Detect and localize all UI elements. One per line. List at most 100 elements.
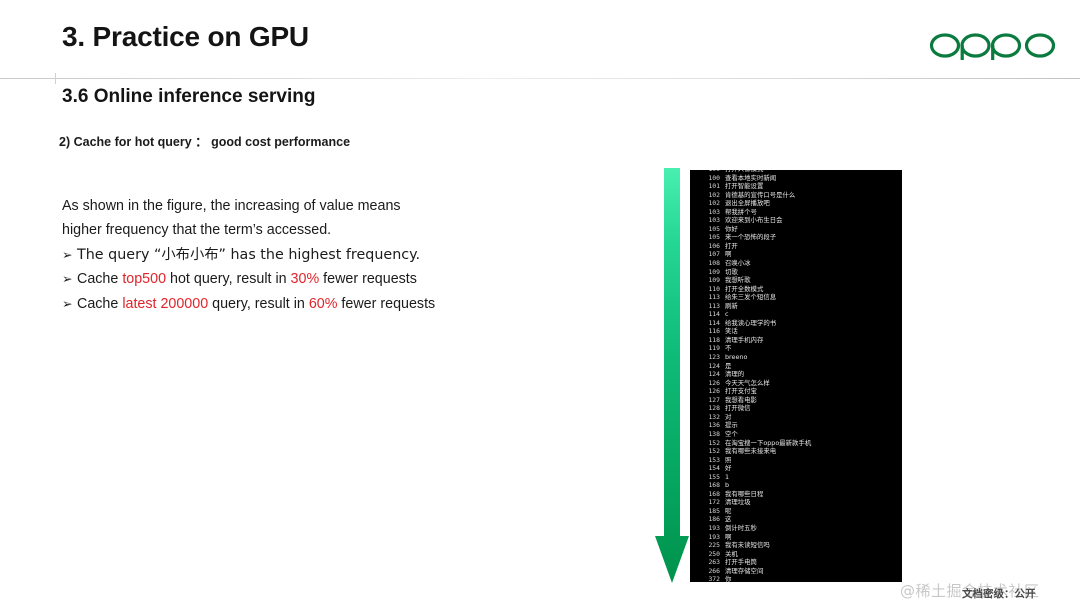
page-title: 3. Practice on GPU: [62, 21, 309, 52]
watermark-classification: 文档密级：公开: [962, 588, 1036, 600]
terminal-count: 126: [708, 378, 720, 387]
bullet-item: ➢The query “小布小布” has the highest freque…: [62, 243, 622, 267]
terminal-count: 193: [708, 523, 720, 532]
terminal-query: 你: [725, 575, 732, 582]
terminal-count: 105: [708, 224, 720, 233]
terminal-query: 啊: [725, 250, 732, 259]
terminal-count: 113: [708, 293, 720, 302]
terminal-output-list: 100打开人像模式100查看本地实时新闻101打开智能设置 102 肯德基的宣传口号…: [690, 170, 902, 582]
terminal-count: 126: [708, 387, 720, 396]
terminal-query: 召唤小冰: [725, 259, 751, 268]
bullet-marker-icon: ➢: [62, 272, 73, 287]
terminal-count: 114: [708, 310, 720, 319]
terminal-count: 138: [708, 429, 720, 438]
terminal-query: 退出全屏播放吧: [725, 199, 770, 208]
terminal-row: 126 今天天气怎么样: [690, 379, 902, 388]
terminal-count: 101: [708, 182, 720, 191]
terminal-query: 是: [725, 361, 732, 370]
terminal-row: 266 清理存储空间: [690, 567, 902, 576]
terminal-count: 185: [708, 506, 720, 515]
terminal-query: 来一个恐怖的段子: [725, 233, 777, 242]
section-sub-heading: 2) Cache for hot query ： good cost perfo…: [59, 135, 351, 149]
oppo-logo: [928, 26, 1058, 60]
bullet-highlight-text: 60%: [308, 295, 338, 312]
terminal-query: 查看本地实时新闻: [725, 173, 777, 182]
terminal-count: 113: [708, 301, 720, 310]
bullet-text: Cache: [77, 271, 123, 288]
terminal-query: 清理存储空间: [725, 566, 764, 575]
bullet-marker-icon: ➢: [62, 296, 73, 311]
terminal-count: 123: [708, 353, 720, 362]
terminal-count: 114: [708, 318, 720, 327]
terminal-query: 切歌: [725, 267, 738, 276]
bullet-text: query, result in: [208, 295, 309, 312]
terminal-query: 啊: [725, 532, 732, 541]
terminal-count: 124: [708, 370, 720, 379]
bullet-highlight-text: latest 200000: [122, 295, 209, 312]
terminal-count: 124: [708, 361, 720, 370]
terminal-query: 对: [725, 412, 732, 421]
terminal-count: 103: [708, 207, 720, 216]
terminal-query: 提示: [725, 421, 738, 430]
terminal-query: 照: [725, 455, 732, 464]
terminal-row: 107 啊: [690, 250, 902, 259]
terminal-query: 今天天气怎么样: [725, 378, 770, 387]
terminal-count: 103: [708, 216, 720, 225]
terminal-query: 肯德基的宣传口号是什么: [725, 190, 796, 199]
terminal-query: 清理的: [725, 370, 745, 379]
terminal-count: 266: [708, 566, 720, 575]
terminal-query: 给朱三发个短信息: [725, 293, 777, 302]
terminal-panel[interactable]: 100打开人像模式100查看本地实时新闻101打开智能设置 102 肯德基的宣传口号…: [690, 170, 902, 582]
terminal-query: 清理垃圾: [725, 498, 751, 507]
paragraph-line-1: As shown in the figure, the increasing o…: [62, 198, 401, 214]
terminal-query: 我有未读短信吗: [725, 541, 770, 550]
terminal-count: 118: [708, 335, 720, 344]
terminal-count: 100: [690, 170, 725, 174]
terminal-count: 263: [708, 558, 720, 567]
terminal-row: 113 给朱三发个短信息: [690, 293, 902, 302]
terminal-query: 我有哪些未接来电: [725, 447, 777, 456]
bullet-text: fewer requests: [319, 271, 417, 288]
bullet-item: ➢Cache latest 200000 query, result in 60…: [62, 292, 622, 316]
terminal-count: 119: [708, 344, 720, 353]
terminal-query: 清理手机内存: [725, 335, 764, 344]
terminal-count: 107: [708, 250, 720, 259]
header-divider-tick: [55, 73, 56, 84]
terminal-row: 153 照: [690, 456, 902, 465]
terminal-row: 105 你好: [690, 225, 902, 234]
terminal-query: 我有哪些日程: [725, 489, 764, 498]
bullet-list: ➢The query “小布小布” has the highest freque…: [62, 243, 622, 316]
terminal-query: 刷新: [725, 301, 738, 310]
terminal-count: 153: [708, 455, 720, 464]
terminal-query: 欢迎来到小布生日会: [725, 216, 783, 225]
terminal-count: 102: [708, 199, 720, 208]
terminal-count: 152: [708, 447, 720, 456]
terminal-count: 168: [708, 489, 720, 498]
bullet-text: hot query, result in: [166, 271, 291, 288]
terminal-count: 168: [708, 481, 720, 490]
terminal-query: 打开: [725, 241, 738, 250]
terminal-row: 124 清理的: [690, 370, 902, 379]
terminal-query: 你好: [725, 224, 738, 233]
terminal-query: 关机: [725, 549, 738, 558]
terminal-query: 打开手电筒: [725, 558, 757, 567]
terminal-row: 100打开人像模式: [690, 170, 902, 174]
terminal-query: 空个: [725, 429, 738, 438]
